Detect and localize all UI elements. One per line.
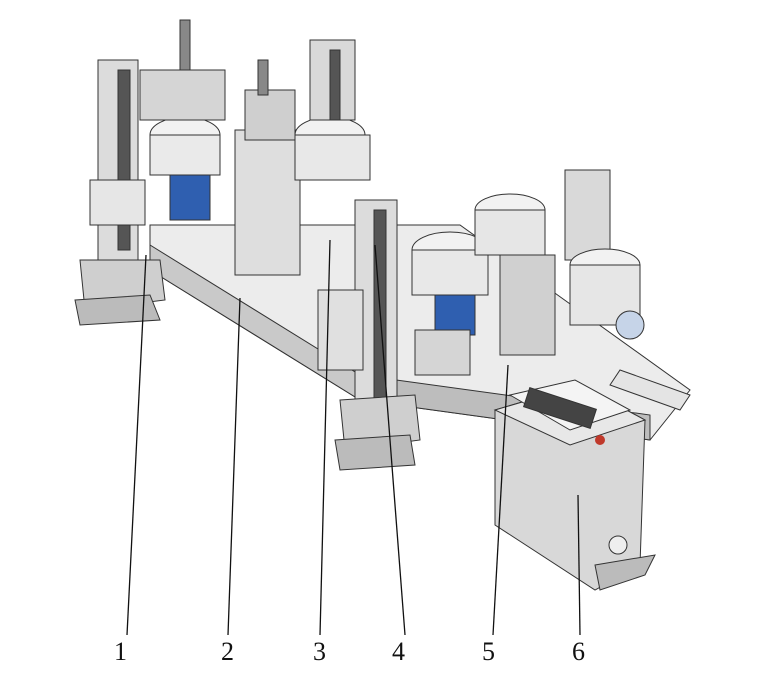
grinding-head-3: [411, 231, 489, 376]
control-cabinet: [493, 379, 656, 591]
grinding-head-4: [474, 169, 611, 356]
leader-line-3: [319, 239, 331, 636]
label-1: 1: [114, 637, 127, 666]
label-3: 3: [313, 637, 326, 666]
leader-line-5: [492, 364, 509, 636]
column-assembly-left: [74, 59, 166, 326]
label-2: 2: [221, 637, 234, 666]
leader-line-4: [374, 244, 406, 636]
leader-line-2: [227, 297, 241, 636]
leader-line-1: [126, 254, 147, 636]
grinding-head-1: [139, 19, 226, 221]
grinding-head-5: [569, 248, 691, 411]
grinding-head-2: [294, 39, 371, 181]
column-assembly-middle: [317, 199, 421, 471]
label-4: 4: [392, 637, 405, 666]
center-column: [234, 59, 301, 276]
leader-line-6: [577, 494, 581, 636]
label-6: 6: [572, 637, 585, 666]
label-5: 5: [482, 637, 495, 666]
